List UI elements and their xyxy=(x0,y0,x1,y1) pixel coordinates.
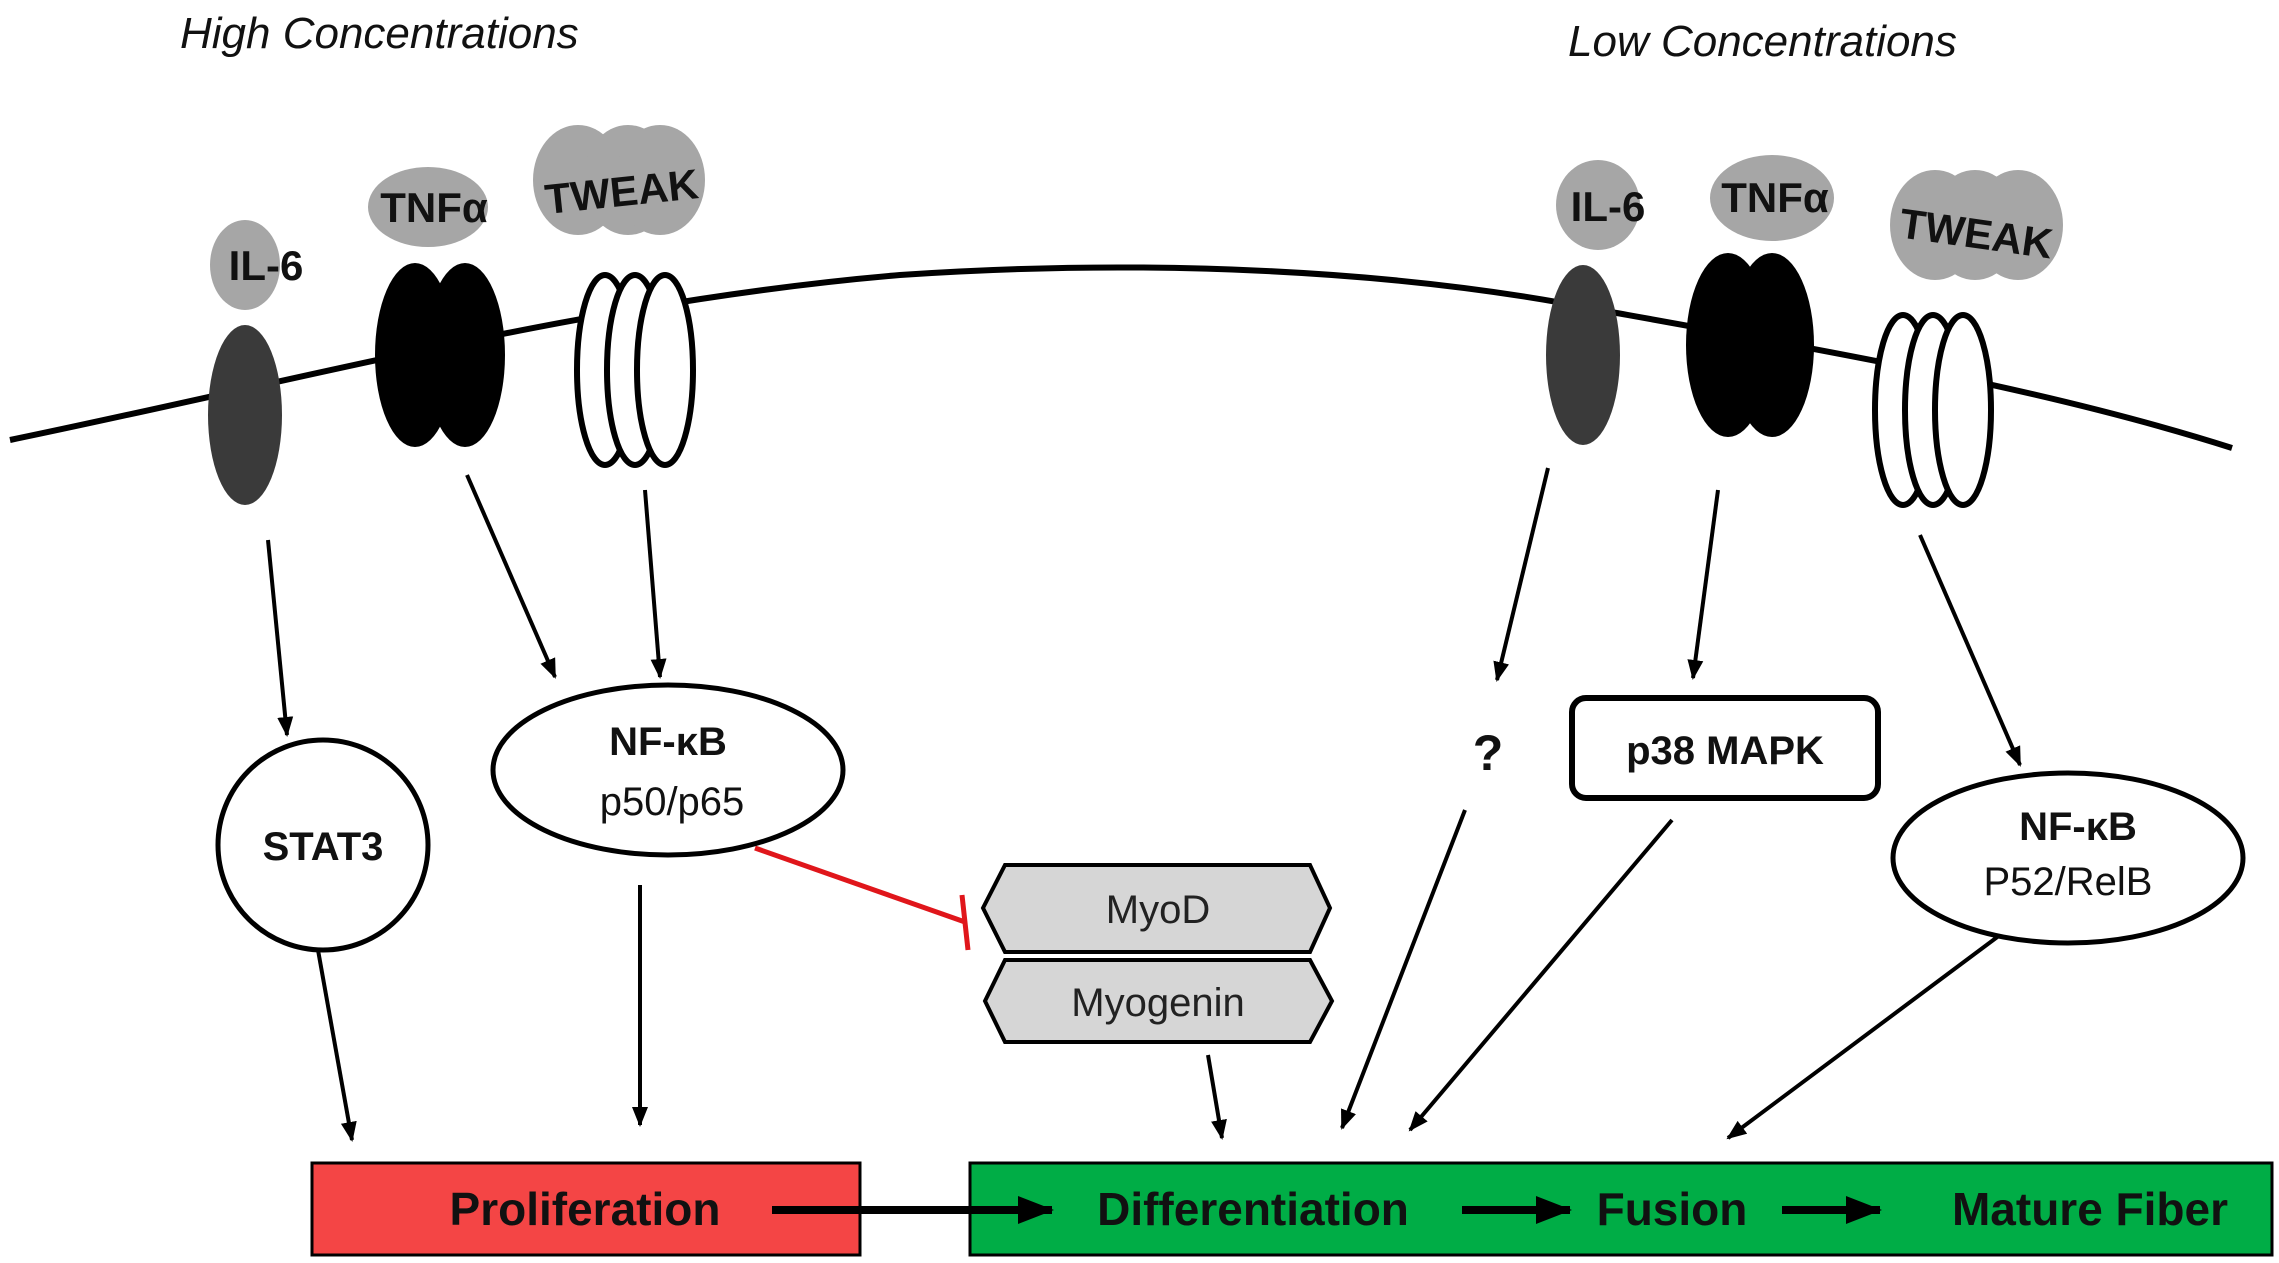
differentiation-box xyxy=(968,1161,2274,1257)
nfkb-canonical-node: NF-κB p50/p65 xyxy=(490,682,846,858)
nfkb-canonical-subunits: p50/p65 xyxy=(600,780,745,824)
tnfa-receptor-high xyxy=(375,263,505,447)
inhibition-nfkb-myod xyxy=(754,845,971,951)
il6-ligand-shape xyxy=(1556,160,1640,250)
il6-ligand-high: IL-6 xyxy=(210,220,303,310)
stat3-node: STAT3 xyxy=(215,737,431,953)
stage-fusion: Fusion xyxy=(1597,1183,1748,1235)
arrow-tnfa-to-p38 xyxy=(1687,489,1720,680)
tnfa-ligand-high: TNFα xyxy=(368,167,488,247)
heading-low-concentrations: Low Concentrations xyxy=(1568,17,1957,66)
arrow-stat3-to-proliferation xyxy=(316,949,357,1142)
tnfa-ligand-label: TNFα xyxy=(380,184,488,231)
il6-receptor-low xyxy=(1546,265,1620,445)
il6-ligand-label: IL-6 xyxy=(1571,183,1646,230)
tnfa-ligand-shape xyxy=(1710,155,1834,241)
p38-mapk-label: p38 MAPK xyxy=(1626,729,1824,773)
arrow-il6-to-stat3 xyxy=(266,539,294,737)
myod-label: MyoD xyxy=(1106,888,1210,932)
myogenin-box: Myogenin xyxy=(982,958,1335,1044)
stage-mature-fiber: Mature Fiber xyxy=(1952,1183,2228,1235)
tweak-receptor-low xyxy=(1872,312,1994,508)
arrow-nfkb-noncanonical-to-fusion xyxy=(1726,933,2002,1140)
tweak-ligand-high: TWEAK xyxy=(533,125,705,235)
nfkb-canonical-title: NF-κB xyxy=(609,720,727,764)
nfkb-noncanonical-node: NF-κB P52/RelB xyxy=(1890,770,2246,946)
p38-mapk-node: p38 MAPK xyxy=(1569,695,1881,801)
arrow-p38-to-differentiation xyxy=(1408,818,1674,1132)
arrow-tnfa-to-nfkb xyxy=(465,474,557,679)
arrow-unknown-to-differentiation xyxy=(1340,809,1467,1130)
arrow-myogenin-to-differentiation xyxy=(1206,1054,1227,1140)
arrow-tweak-to-nfkb-noncanonical xyxy=(1918,534,2022,767)
tnfa-ligand-shape xyxy=(368,167,488,247)
myogenin-label: Myogenin xyxy=(1071,981,1244,1025)
tweak-ligand-low: TWEAK xyxy=(1890,170,2063,280)
tnfa-receptor-low xyxy=(1686,253,1814,437)
stat3-label: STAT3 xyxy=(263,825,384,869)
nfkb-noncanonical-title: NF-κB xyxy=(2019,805,2137,849)
heading-high-concentrations: High Concentrations xyxy=(180,9,579,58)
unknown-mediator: ? xyxy=(1473,725,1504,781)
tnfa-ligand-low: TNFα xyxy=(1710,155,1834,241)
il6-ligand-label: IL-6 xyxy=(229,242,304,289)
tweak-receptor-high xyxy=(574,272,696,468)
il6-receptor-high xyxy=(208,325,282,505)
tnfa-ligand-label: TNFα xyxy=(1721,174,1829,221)
myod-box: MyoD xyxy=(980,863,1333,954)
nfkb-noncanonical-subunits: P52/RelB xyxy=(1984,860,2153,904)
arrow-tweak-to-nfkb xyxy=(643,489,667,679)
il6-ligand-low: IL-6 xyxy=(1556,160,1645,250)
proliferation-box xyxy=(310,1161,862,1257)
stage-differentiation: Differentiation xyxy=(1097,1183,1409,1235)
il6-ligand-shape xyxy=(210,220,280,310)
arrow-il6-to-unknown xyxy=(1493,467,1550,682)
stage-proliferation: Proliferation xyxy=(450,1183,721,1235)
